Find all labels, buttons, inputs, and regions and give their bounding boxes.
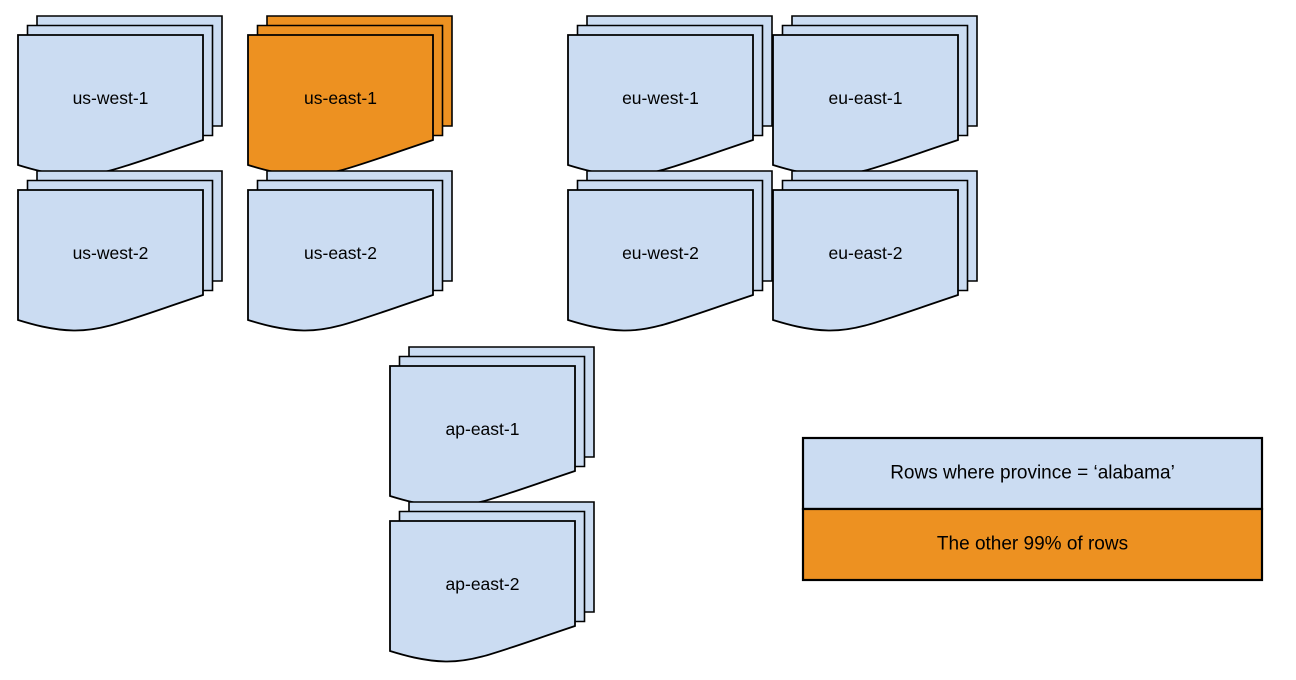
- stack-label-us-east-2: us-east-2: [304, 243, 377, 263]
- document-stack-us-east-2[interactable]: us-east-2: [247, 170, 453, 332]
- document-stack-ap-east-2[interactable]: ap-east-2: [389, 501, 595, 663]
- document-stack-us-west-1[interactable]: us-west-1: [17, 15, 223, 177]
- stack-label-eu-west-2: eu-west-2: [622, 243, 699, 263]
- document-stacks-group: us-west-1 us-east-1 eu-west-1 eu-east-1 us-w…: [17, 15, 978, 663]
- stack-label-ap-east-2: ap-east-2: [446, 574, 520, 594]
- stack-label-eu-west-1: eu-west-1: [622, 88, 699, 108]
- document-stack-us-west-2[interactable]: us-west-2: [17, 170, 223, 332]
- stack-sheet-front: [567, 189, 754, 332]
- stack-sheet-front: [17, 189, 204, 332]
- document-stack-eu-east-1[interactable]: eu-east-1: [772, 15, 978, 177]
- document-stack-eu-west-1[interactable]: eu-west-1: [567, 15, 773, 177]
- stack-label-us-east-1: us-east-1: [304, 88, 377, 108]
- document-stack-eu-east-2[interactable]: eu-east-2: [772, 170, 978, 332]
- stack-label-eu-east-2: eu-east-2: [829, 243, 903, 263]
- legend-label-rows-alabama: Rows where province = ‘alabama’: [890, 463, 1175, 484]
- legend-swatch-rows-alabama[interactable]: [801, 436, 1264, 511]
- stack-sheet-front: [772, 189, 959, 332]
- legend-swatch-other-rows[interactable]: [801, 507, 1264, 582]
- stack-label-us-west-1: us-west-1: [73, 88, 149, 108]
- document-stack-us-east-1[interactable]: us-east-1: [247, 15, 453, 177]
- stack-label-us-west-2: us-west-2: [73, 243, 149, 263]
- legend-label-other-rows: The other 99% of rows: [937, 534, 1128, 555]
- stack-label-ap-east-1: ap-east-1: [446, 419, 520, 439]
- stack-label-eu-east-1: eu-east-1: [829, 88, 903, 108]
- stack-sheet-front: [247, 189, 434, 332]
- document-stack-ap-east-1[interactable]: ap-east-1: [389, 346, 595, 508]
- document-stack-eu-west-2[interactable]: eu-west-2: [567, 170, 773, 332]
- stack-sheet-front: [389, 520, 576, 663]
- legend: Rows where province = ‘alabama’ The other…: [801, 436, 1264, 582]
